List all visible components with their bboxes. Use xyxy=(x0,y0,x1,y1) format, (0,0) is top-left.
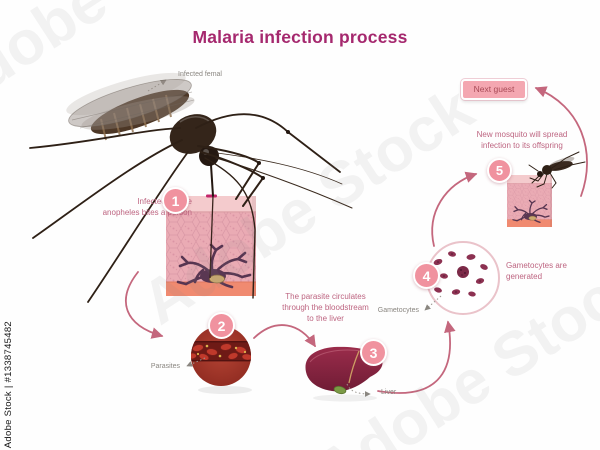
dotted-connector-liver xyxy=(346,383,371,397)
flow-arrow-step2-to-step3 xyxy=(253,324,316,348)
small-mosquito-illustration xyxy=(528,151,586,189)
liver-label: Liver xyxy=(381,389,397,396)
next-guest-button: Next guest xyxy=(461,79,527,100)
step-4-description: Gametocytes are generated xyxy=(506,261,567,281)
step-3-description: The parasite circulates through the bloo… xyxy=(282,292,369,323)
large-mosquito-illustration xyxy=(29,72,353,303)
flow-arrow-step4-to-step5 xyxy=(431,171,478,247)
gametocytes-circle xyxy=(426,241,500,315)
dotted-connector-parasites xyxy=(186,357,206,367)
step-2-badge: 2 xyxy=(208,312,235,339)
flow-arrow-step3-to-step4 xyxy=(377,320,456,394)
blood-vessel-circle xyxy=(191,326,252,394)
page-title: Malaria infection process xyxy=(192,27,408,47)
step-5-description: New mosquito will spread infection to it… xyxy=(476,130,568,150)
step-1-badge: 1 xyxy=(162,187,189,214)
flow-arrow-step1-to-step2 xyxy=(125,271,164,339)
gametocytes-label: Gametocytes xyxy=(377,307,419,314)
stock-id-label: Adobe Stock | #1338745482 xyxy=(3,320,14,448)
step-3-badge: 3 xyxy=(360,339,387,366)
skin-cross-section-step1 xyxy=(164,194,258,298)
flow-arrow-step5-to-button xyxy=(534,86,588,197)
bite-mark xyxy=(206,194,217,198)
skin-cross-section-step5 xyxy=(506,174,553,228)
parasites-label: Parasites xyxy=(150,363,180,370)
step-5-badge: 5 xyxy=(487,158,512,183)
step-4-badge: 4 xyxy=(413,262,440,289)
infected-femal-label: Infected femal xyxy=(178,71,222,78)
